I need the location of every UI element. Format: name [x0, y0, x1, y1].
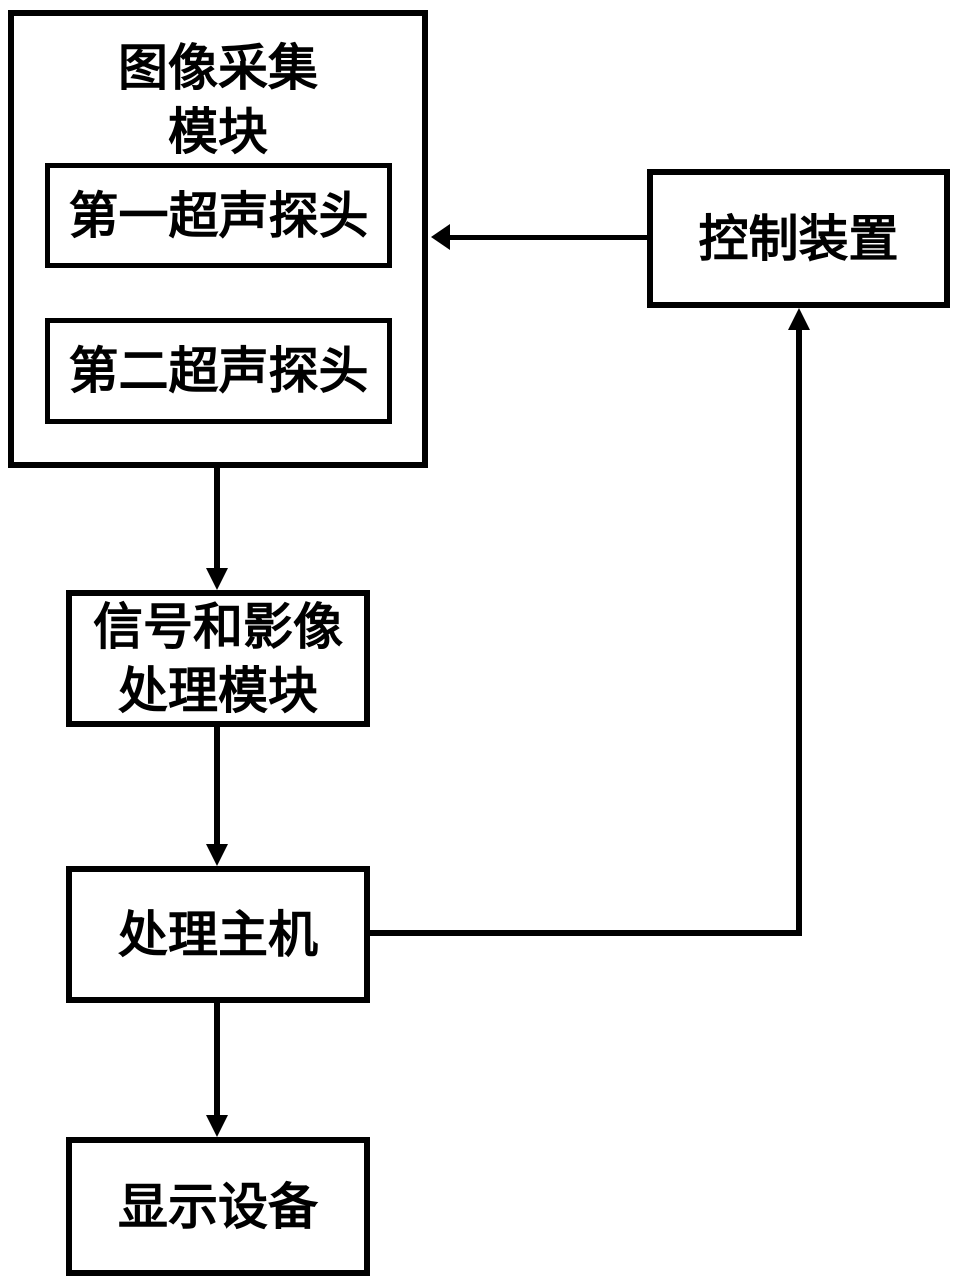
node-label-line1: 信号和影像: [93, 597, 343, 656]
node-processing-host: 处理主机: [66, 866, 370, 1003]
node-label: 显示设备: [118, 1177, 318, 1236]
arrowhead-down-icon: [206, 844, 228, 866]
connector-line-vertical: [796, 328, 802, 936]
arrowhead-up-icon: [788, 308, 810, 330]
node-second-ultrasound-probe: 第二超声探头: [45, 318, 392, 424]
arrowhead-down-icon: [206, 568, 228, 590]
node-first-ultrasound-probe: 第一超声探头: [45, 163, 392, 268]
node-image-acquisition-title: 图像采集 模块: [14, 36, 422, 164]
node-label: 第二超声探头: [68, 342, 369, 400]
arrowhead-left-icon: [431, 224, 450, 250]
node-label: 控制装置: [698, 209, 899, 268]
node-label-line1: 图像采集: [118, 39, 318, 97]
node-signal-image-processing-module: 信号和影像 处理模块: [66, 590, 370, 727]
connector-line: [214, 727, 220, 846]
connector-line: [446, 235, 647, 240]
node-display-device: 显示设备: [66, 1137, 370, 1276]
connector-line-horizontal: [370, 930, 802, 936]
node-label-line2: 模块: [168, 103, 268, 161]
node-control-device: 控制装置: [647, 169, 950, 308]
node-label-line2: 处理模块: [118, 661, 318, 720]
connector-line: [214, 1003, 220, 1117]
node-label: 第一超声探头: [68, 186, 369, 245]
arrowhead-down-icon: [206, 1115, 228, 1137]
connector-line: [214, 468, 220, 570]
node-image-acquisition-module: 图像采集 模块 第一超声探头 第二超声探头: [8, 10, 428, 468]
node-label: 处理主机: [118, 905, 318, 964]
